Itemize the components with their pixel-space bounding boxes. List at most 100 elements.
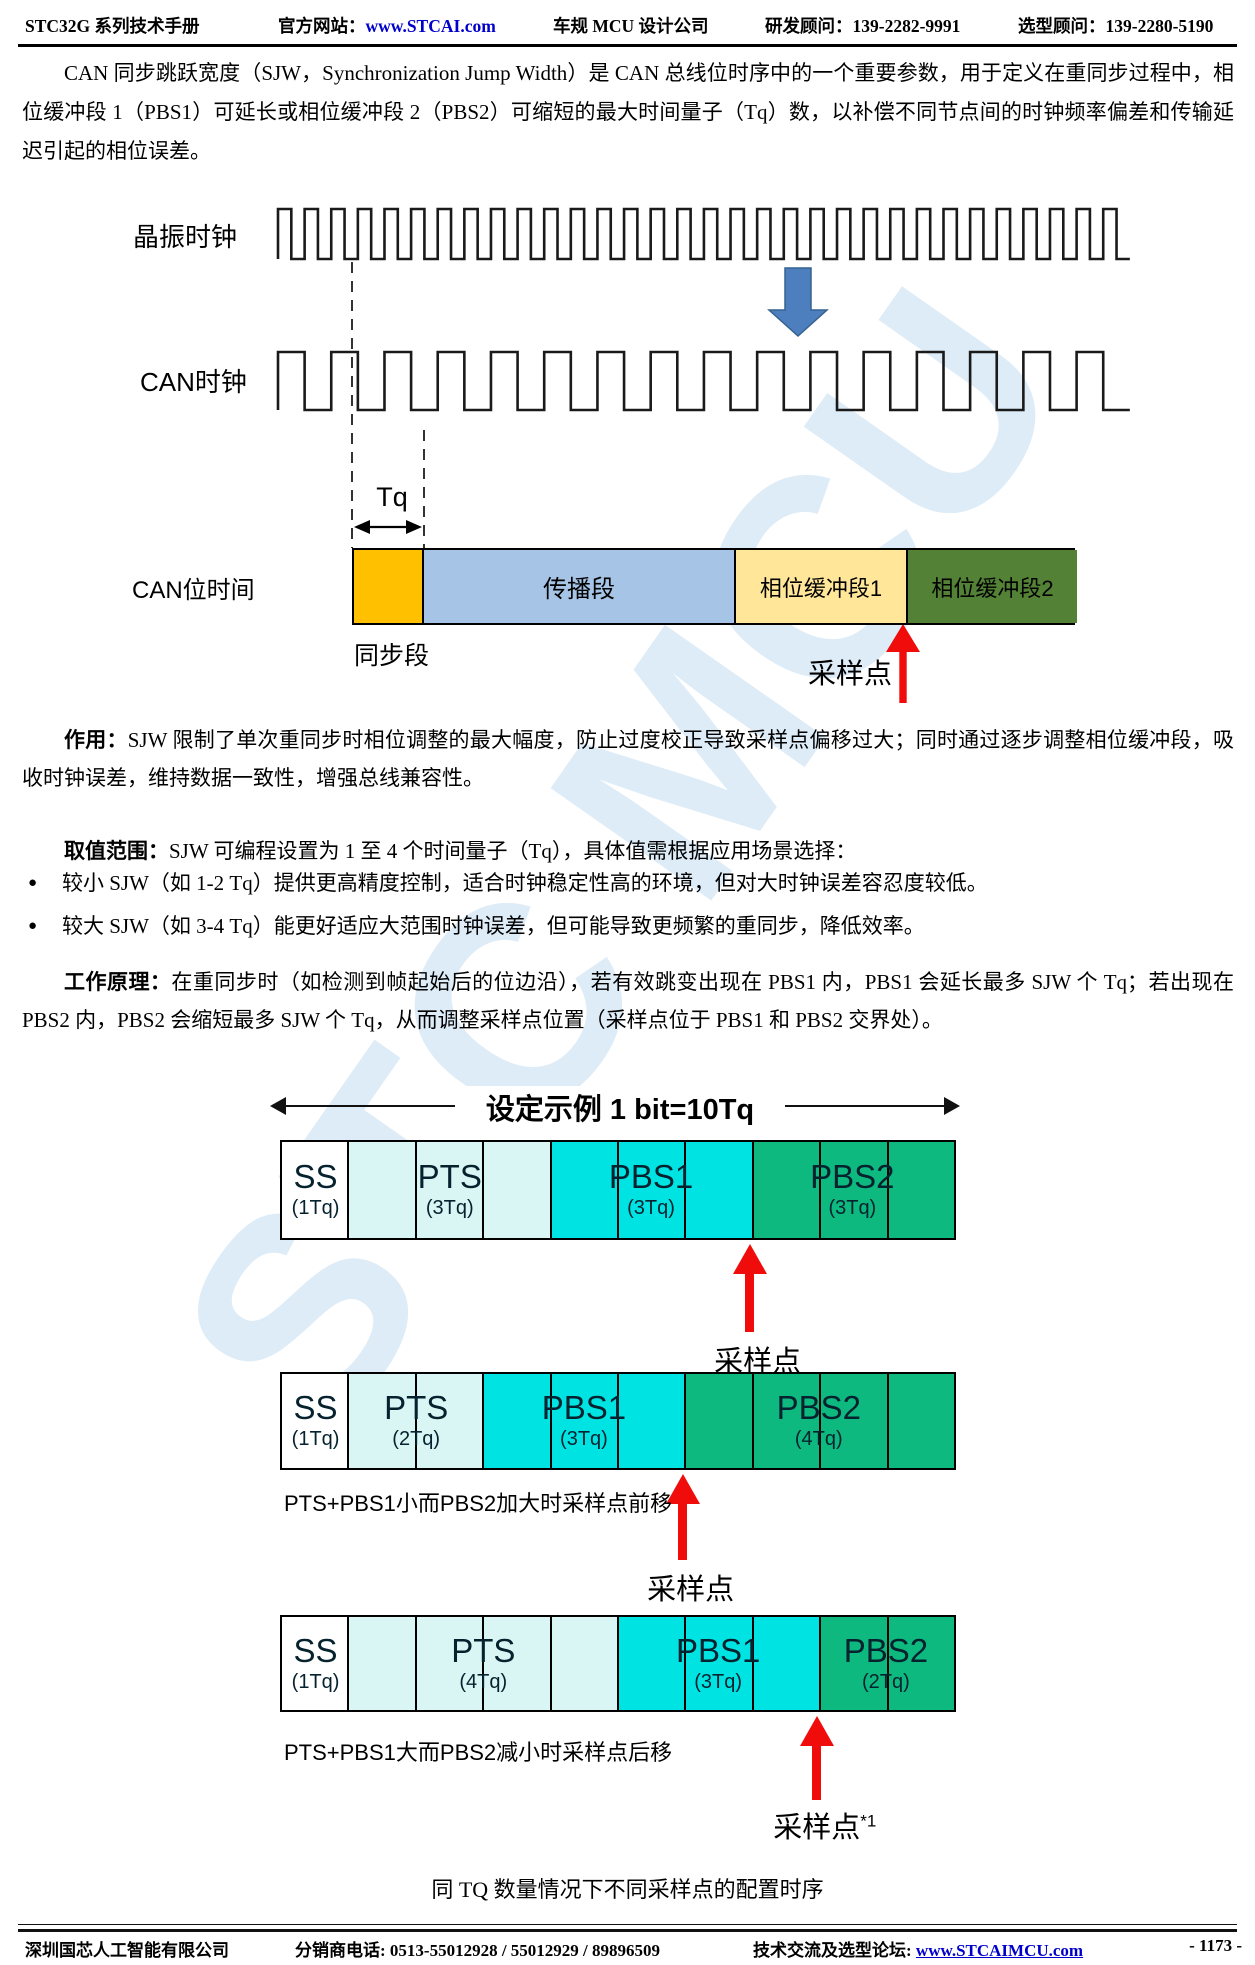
tq-cell	[282, 1374, 348, 1468]
forum-link[interactable]: www.STCAIMCU.com	[915, 1941, 1084, 1960]
function-paragraph: 作用：SJW 限制了单次重同步时相位调整的最大幅度，防止过度校正导致采样点偏移过…	[22, 722, 1234, 797]
bit-time-segment-label: 相位缓冲段2	[931, 575, 1054, 601]
range-lead: 取值范围：	[64, 839, 169, 863]
tq-cell	[684, 1374, 752, 1468]
tq-cell	[819, 1142, 887, 1238]
figure-caption: 同 TQ 数量情况下不同采样点的配置时序	[431, 1877, 824, 1902]
tq-cell	[482, 1617, 550, 1710]
sample-point-arrowhead-icon	[799, 1716, 834, 1746]
tq-arrowhead-right-icon	[406, 520, 422, 534]
can-clock-wave	[276, 350, 1130, 412]
crystal-clock-label: 晶振时钟	[133, 222, 238, 252]
principle-lead: 工作原理：	[64, 970, 172, 994]
sample-point-label: 采样点	[603, 1566, 779, 1608]
tq-cell	[549, 1617, 618, 1710]
footer-company: 深圳国芯人工智能有限公司	[25, 1941, 229, 1960]
sample-point-arrowhead-icon	[886, 624, 920, 652]
sample-point-arrowhead-icon	[665, 1474, 700, 1504]
tq-cell	[819, 1617, 887, 1710]
can-bit-time-label: CAN位时间	[132, 577, 255, 604]
tq-cell	[751, 1142, 820, 1238]
sample-point-arrowhead-icon	[732, 1244, 767, 1274]
tq-cell	[684, 1142, 752, 1238]
tq-bar: SS(1Tq)PTS(4Tq)PBS1(3Tq)PBS2(2Tq)	[280, 1615, 956, 1712]
sync-segment-label: 同步段	[353, 642, 429, 670]
tq-cell	[414, 1142, 483, 1238]
crystal-clock-wave	[276, 207, 1130, 261]
tq-cell	[617, 1617, 685, 1710]
sample-point-label: 采样点	[807, 658, 892, 689]
bar3-caption: PTS+PBS1大而PBS2减小时采样点后移	[284, 1740, 673, 1765]
tq-cell	[482, 1374, 550, 1468]
tq-cell	[482, 1142, 550, 1238]
sample-point-text: 采样点	[773, 1812, 861, 1844]
tq-cell	[886, 1617, 955, 1710]
intro-paragraph: CAN 同步跳跃宽度（SJW，Synchronization Jump Widt…	[22, 61, 1234, 163]
dev-contact: 研发顾问：139-2282-9991	[765, 16, 961, 36]
sample-point-arrow-shaft	[678, 1503, 688, 1560]
sample-point-footnote: *1	[860, 1811, 877, 1831]
principle-text: 在重同步时（如检测到帧起始后的位边沿），若有效跳变出现在 PBS1 内，PBS1…	[22, 970, 1234, 1032]
tq-label: Tq	[376, 482, 408, 512]
range-text: SJW 可编程设置为 1 至 4 个时间量子（Tq），具体值需根据应用场景选择：	[169, 839, 857, 863]
tq-cell	[886, 1142, 955, 1238]
tq-arrowhead-left-icon	[354, 520, 370, 534]
arrow-left-icon	[270, 1097, 286, 1115]
tq-cell	[751, 1374, 820, 1468]
tq-cell	[549, 1374, 618, 1468]
sample-point-label: 采样点	[670, 1338, 846, 1380]
bit-time-segment-label: 传播段	[543, 576, 615, 603]
bit-time-bar: 传播段 相位缓冲段1 相位缓冲段2	[352, 548, 1077, 625]
tq-cell	[347, 1617, 415, 1710]
tq-cell	[347, 1374, 415, 1468]
bit-time-segment	[354, 550, 422, 623]
tq-cell	[549, 1142, 618, 1238]
footer-page-number: - 1173 -	[1189, 1936, 1242, 1955]
bullet-item-small-sjw: ● 较小 SJW（如 1-2 Tq）提供更高精度控制，适合时钟稳定性高的环境，但…	[22, 868, 1234, 898]
site-link[interactable]: www.STCAI.com	[365, 16, 496, 36]
tq-bar: SS(1Tq)PTS(3Tq)PBS1(3Tq)PBS2(3Tq)	[280, 1140, 956, 1240]
sample-point-label: 采样点*1	[737, 1804, 913, 1846]
bullet-icon: ●	[28, 875, 38, 891]
tq-cell	[414, 1617, 483, 1710]
function-lead: 作用：	[64, 728, 128, 752]
tq-cell	[617, 1374, 685, 1468]
site-label: 官方网站：	[278, 16, 366, 36]
official-site: 官方网站：www.STCAI.com	[278, 13, 496, 38]
tq-cell	[347, 1142, 415, 1238]
tq-example-title: 设定示例 1 bit=10Tq	[455, 1086, 785, 1128]
sample-point-arrow-shaft	[899, 651, 907, 703]
tq-cell	[684, 1617, 752, 1710]
sel-contact: 选型顾问：139-2280-5190	[1018, 16, 1214, 36]
tq-cell	[886, 1374, 955, 1468]
sample-point-arrow-shaft	[812, 1745, 822, 1800]
tq-cell	[414, 1374, 483, 1468]
footer-rule	[18, 1924, 1237, 1932]
bit-time-segment-label: 相位缓冲段1	[759, 575, 883, 601]
bit-timing-figure: 晶振时钟 CAN时钟 Tq CAN位时间 传播段 相位缓冲段1 相位缓冲段2 同步段…	[0, 160, 1255, 720]
tq-bar: SS(1Tq)PTS(2Tq)PBS1(3Tq)PBS2(4Tq)	[280, 1372, 956, 1470]
bar2-caption: PTS+PBS1小而PBS2加大时采样点前移	[284, 1491, 673, 1516]
bullet-text-large-sjw: 较大 SJW（如 3-4 Tq）能更好适应大范围时钟误差，但可能导致更频繁的重同…	[62, 914, 925, 938]
tq-cell	[819, 1374, 887, 1468]
sample-point-text: 采样点	[714, 1346, 802, 1378]
header-rule	[18, 44, 1237, 47]
bit-time-segment: 传播段	[422, 550, 734, 623]
sample-point-text: 采样点	[647, 1574, 735, 1606]
bit-time-segment: 相位缓冲段2	[906, 550, 1077, 623]
footer-phones: 分销商电话: 0513-55012928 / 55012929 / 898965…	[295, 1941, 661, 1960]
tq-cell	[617, 1142, 685, 1238]
tq-cell	[751, 1617, 820, 1710]
manual-title: STC32G 系列技术手册	[25, 16, 200, 36]
footer-forum: 技术交流及选型论坛: www.STCAIMCU.com	[753, 1936, 1083, 1961]
bullet-icon: ●	[28, 918, 38, 934]
bit-timing-figure-canvas	[276, 207, 1130, 703]
can-clock-label: CAN时钟	[140, 367, 247, 397]
principle-paragraph: 工作原理：在重同步时（如检测到帧起始后的位边沿），若有效跳变出现在 PBS1 内…	[22, 964, 1234, 1039]
tq-cell	[282, 1142, 348, 1238]
arrow-right-icon	[944, 1097, 960, 1115]
bullet-item-large-sjw: ● 较大 SJW（如 3-4 Tq）能更好适应大范围时钟误差，但可能导致更频繁的…	[22, 911, 1234, 941]
bullet-text-small-sjw: 较小 SJW（如 1-2 Tq）提供更高精度控制，适合时钟稳定性高的环境，但对大…	[62, 871, 988, 895]
company-label: 车规 MCU 设计公司	[553, 16, 709, 36]
